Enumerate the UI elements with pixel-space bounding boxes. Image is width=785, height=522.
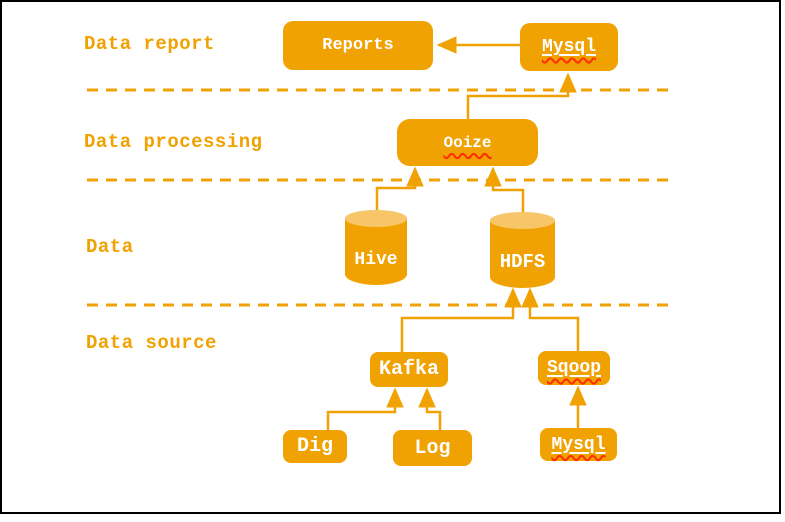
node-mysql-bottom-label: Mysql <box>551 434 606 455</box>
node-dig: Dig <box>283 430 347 463</box>
node-log-label: Log <box>414 436 451 460</box>
node-ooize-label: Ooize <box>443 133 492 152</box>
edge-hdfs-to-ooize <box>484 166 525 213</box>
node-mysql-top-label: Mysql <box>541 37 596 57</box>
node-hdfs-label: HDFS <box>499 251 546 273</box>
hive-cylinder-body <box>345 218 407 285</box>
hdfs-cylinder-body <box>490 220 555 288</box>
node-hive-label: Hive <box>354 249 398 270</box>
node-log: Log <box>393 430 472 466</box>
edge-kafka-to-hdfs <box>400 287 522 352</box>
node-reports: Reports <box>283 21 433 70</box>
edge-hive-to-ooize <box>375 166 424 211</box>
edge-sqoop-to-hdfs <box>521 287 580 351</box>
layer-label-data-source: Data source <box>86 332 217 354</box>
node-dig-label: Dig <box>296 435 333 458</box>
edge-ooize-to-mysql <box>466 72 577 119</box>
node-sqoop-label: Sqoop <box>546 358 601 378</box>
node-mysql-top: Mysql <box>520 23 618 71</box>
hdfs-cylinder-top <box>490 212 555 229</box>
node-kafka: Kafka <box>370 352 448 387</box>
node-mysql-bottom: Mysql <box>540 428 617 461</box>
layer-label-data-processing: Data processing <box>84 131 263 153</box>
node-ooize: Ooize <box>397 119 538 166</box>
node-reports-label: Reports <box>322 36 394 55</box>
node-hive: Hive <box>345 210 407 285</box>
hive-cylinder-top <box>345 210 407 227</box>
node-kafka-label: Kafka <box>378 358 439 381</box>
layer-label-data-report: Data report <box>84 33 215 55</box>
node-sqoop: Sqoop <box>538 351 610 385</box>
layer-label-data: Data <box>86 236 134 258</box>
edge-dig-to-kafka <box>326 387 404 430</box>
node-hdfs: HDFS <box>490 212 555 288</box>
edge-log-to-kafka <box>418 387 442 430</box>
